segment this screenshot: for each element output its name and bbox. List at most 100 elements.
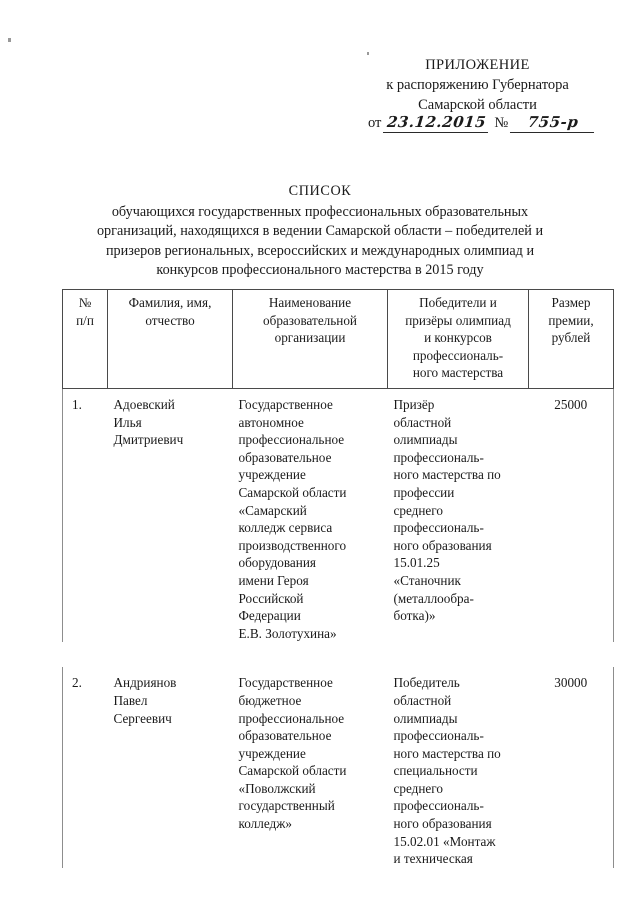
column-header-line: п/п: [76, 312, 94, 328]
cell-line: Государственное: [238, 675, 333, 691]
date-label: от: [368, 115, 382, 131]
table-header-row: № п/п Фамилия, имя, отчество Наименование о…: [62, 289, 614, 389]
cell-line: автономное: [238, 414, 304, 430]
cell-line: оборудования: [238, 555, 316, 571]
column-header-number: № п/п: [62, 289, 108, 389]
cell-organization: Государственное автономное профессионально…: [233, 389, 388, 643]
title-subline-4: конкурсов профессионального мастерства в…: [156, 262, 484, 278]
cell-number: 1.: [62, 388, 108, 643]
column-header-line: премии,: [548, 312, 594, 328]
column-header-line: Фамилия, имя,: [128, 295, 212, 310]
cell-line: «Станочник: [393, 572, 461, 588]
cell-line: областной: [393, 692, 452, 708]
column-header-line: профессиональ-: [412, 347, 504, 363]
cell-line: имени Героя: [238, 572, 309, 588]
title-subline-2: организаций, находящихся в ведении Самар…: [96, 223, 544, 239]
cell-line: Государственное: [238, 397, 333, 412]
document-header-block: ПРИЛОЖЕНИЕ к распоряжению Губернатора Са…: [355, 55, 600, 115]
column-header-line: и конкурсов: [424, 330, 492, 346]
cell-line: профессиональ-: [393, 520, 484, 536]
cell-line: 15.01.25: [393, 555, 440, 571]
column-header-line: образовательной: [263, 312, 357, 328]
cell-line: профессиональ-: [393, 728, 484, 744]
decree-date-number-line: от 23.12.2015 № 755-р: [368, 113, 598, 133]
table-row-spacer: [63, 642, 614, 667]
cell-line: (металлообра-: [393, 590, 474, 606]
column-header-line: ного мастерства: [412, 365, 504, 381]
cell-line: колледж»: [238, 816, 292, 832]
cell-line: учреждение: [238, 745, 306, 761]
cell-line: Павел: [113, 692, 148, 708]
cell-line: областной: [393, 414, 452, 430]
number-label: №: [494, 115, 509, 131]
column-header-line: №: [78, 295, 92, 310]
title-subline-1: обучающихся государственных профессионал…: [111, 203, 529, 220]
column-header-fullname: Фамилия, имя, отчество: [107, 289, 233, 389]
cell-line: олимпиады: [393, 432, 458, 448]
cell-line: ного мастерства по: [393, 467, 501, 483]
cell-line: профессиональ-: [393, 798, 484, 814]
cell-line: Российской: [238, 590, 304, 606]
page-title: СПИСОК: [288, 183, 352, 199]
cell-premium: 30000: [528, 667, 614, 868]
cell-line: Андриянов: [113, 675, 177, 691]
cell-line: учреждение: [238, 467, 306, 483]
column-header-line: Победители и: [419, 295, 497, 310]
handwritten-number-value: 755-р: [510, 113, 597, 133]
cell-line: ботка)»: [393, 608, 436, 624]
cell-line: Самарской области: [238, 763, 347, 779]
scan-artifact-speck: [8, 38, 11, 42]
cell-line: Победитель: [393, 675, 460, 691]
table-row-spacer-cell: [63, 642, 614, 667]
handwritten-date-value: 23.12.2015: [383, 113, 491, 133]
cell-line: образовательное: [238, 449, 332, 465]
document-title-block: СПИСОК обучающихся государственных профе…: [62, 182, 578, 281]
cell-line: Призёр: [393, 397, 435, 412]
column-header-line: отчество: [145, 312, 195, 328]
cell-premium: 25000: [528, 388, 614, 643]
cell-line: профессиональное: [238, 432, 345, 448]
cell-line: Федерации: [238, 608, 301, 624]
cell-line: Илья: [113, 414, 142, 430]
scan-artifact-speck-secondary: [367, 52, 369, 55]
column-header-line: Размер: [551, 295, 591, 310]
column-header-organization: Наименование образовательной организации: [232, 289, 388, 389]
cell-line: Самарской области: [238, 484, 347, 500]
cell-line: колледж сервиса: [238, 520, 333, 536]
awards-table: № п/п Фамилия, имя, отчество Наименование о…: [62, 289, 614, 868]
cell-line: 15.02.01 «Монтаж: [393, 833, 496, 849]
cell-line: олимпиады: [393, 710, 458, 726]
cell-line: профессиональное: [238, 710, 345, 726]
cell-line: производственного: [238, 537, 347, 553]
cell-line: Дмитриевич: [113, 432, 184, 448]
column-header-line: рублей: [551, 330, 591, 346]
decree-authority-line: к распоряжению Губернатора: [386, 77, 569, 93]
cell-line: Сергеевич: [113, 710, 172, 726]
column-header-line: организации: [274, 330, 346, 346]
cell-line: профессиональ-: [393, 449, 484, 465]
column-header-line: призёры олимпиад: [405, 312, 511, 328]
decree-region-line: Самарской области: [418, 97, 537, 113]
cell-line: государственный: [238, 798, 335, 814]
cell-line: «Поволжский: [238, 780, 316, 796]
column-header-line: Наименование: [268, 295, 352, 310]
cell-line: бюджетное: [238, 692, 302, 708]
title-subline-3: призеров региональных, всероссийских и м…: [105, 242, 535, 259]
cell-line: и техническая: [393, 851, 473, 867]
cell-line: образовательное: [238, 728, 332, 744]
cell-line: Е.В. Золотухина»: [238, 625, 337, 641]
table-header: № п/п Фамилия, имя, отчество Наименование о…: [62, 289, 614, 389]
cell-line: ного образования: [393, 537, 492, 553]
cell-line: ного образования: [393, 816, 492, 832]
cell-line: специальности: [393, 763, 478, 779]
column-header-premium: Размер премии, рублей: [528, 289, 614, 389]
